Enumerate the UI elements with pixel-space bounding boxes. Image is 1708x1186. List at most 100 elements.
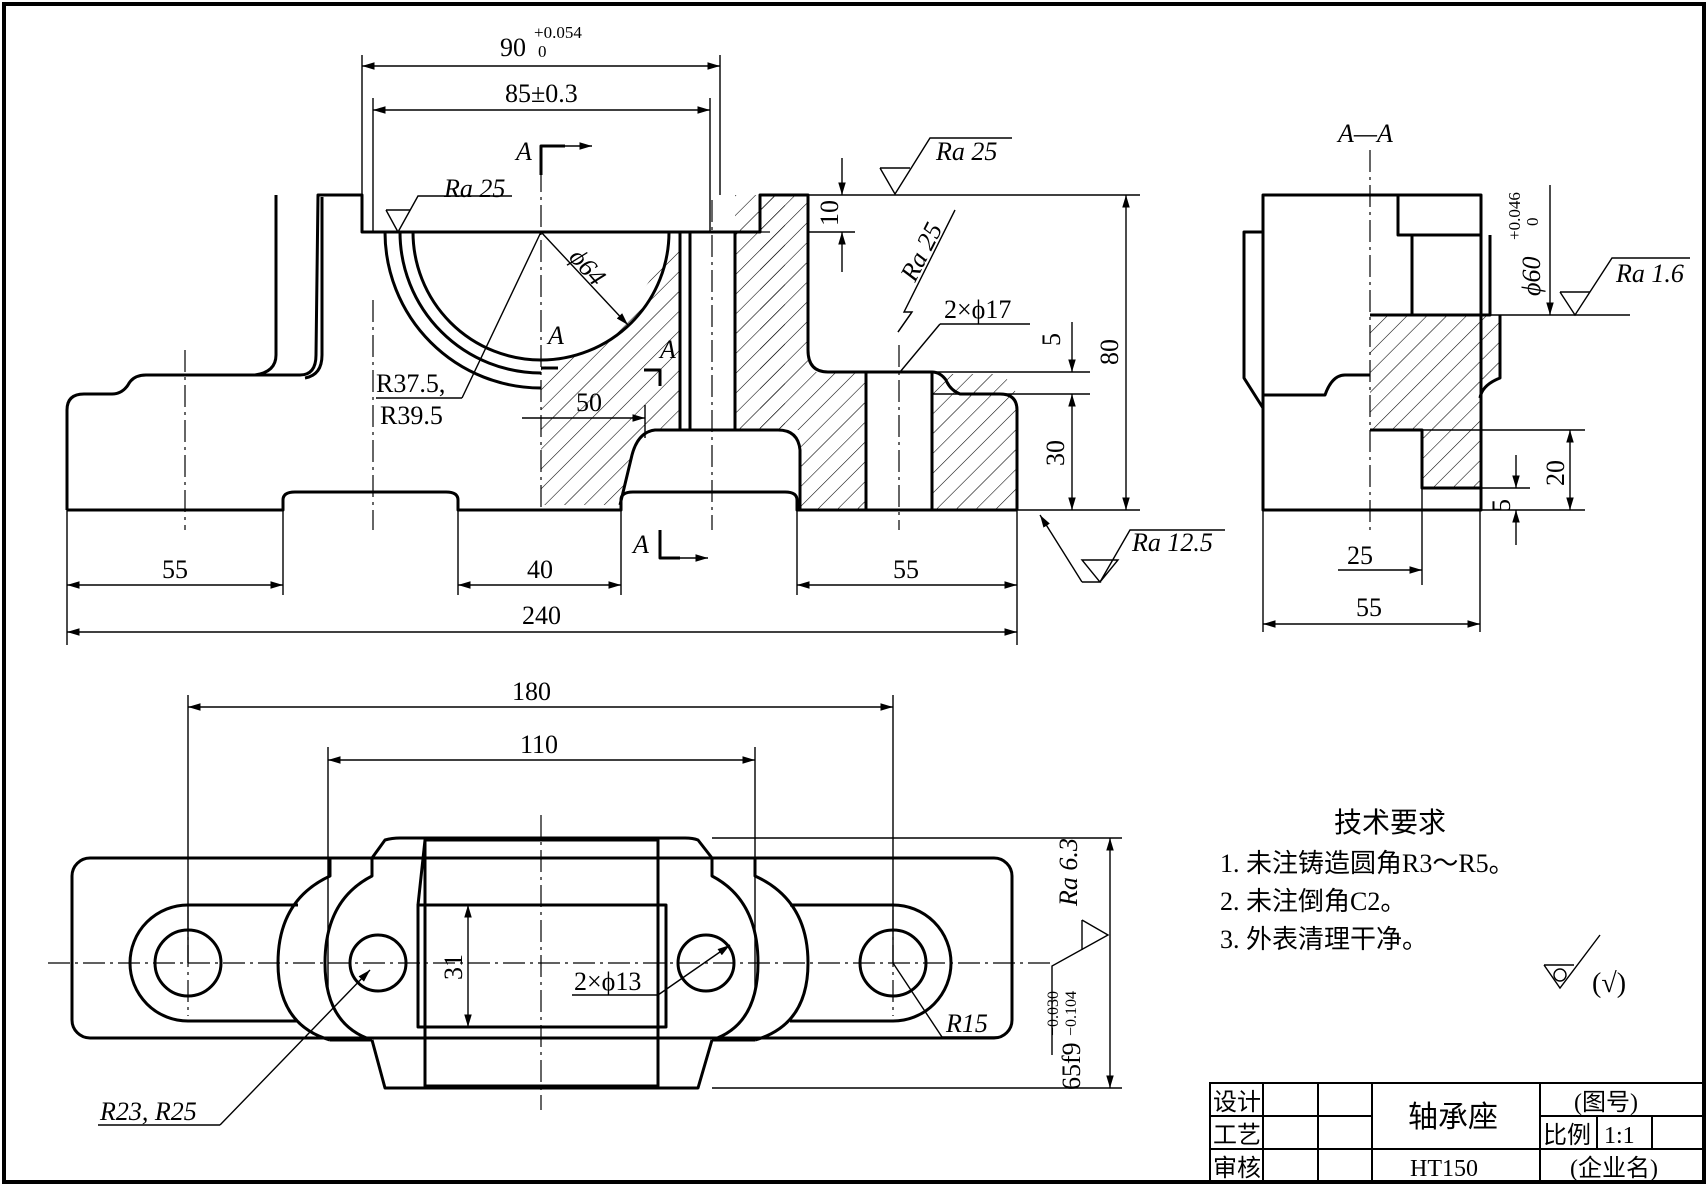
general-roughness-symbol bbox=[1543, 934, 1601, 990]
roughness-hole-symbol bbox=[897, 209, 956, 333]
roughness-top-text: Ra 25 bbox=[935, 137, 997, 166]
tb-company: (企业名) bbox=[1570, 1155, 1658, 1182]
front-view: 90 +0.054 0 85±0.3 A A A A ϕ64 R37.5, R3… bbox=[65, 23, 1225, 645]
dim-65-tol-upper: −0.030 bbox=[1045, 991, 1062, 1036]
dim-5-text: 5 bbox=[1037, 333, 1066, 346]
dim-phi13-text: 2×ϕ13 bbox=[574, 967, 641, 996]
tb-material: HT150 bbox=[1410, 1156, 1478, 1182]
title-block: 设计 工艺 审核 轴承座 (图号) 比例 1:1 HT150 (企业名) bbox=[1209, 1082, 1705, 1183]
top-housing-outline bbox=[276, 858, 374, 1042]
dim-r15-leader bbox=[892, 962, 943, 1038]
tb-process-label: 工艺 bbox=[1213, 1122, 1261, 1149]
section-a-top-label: A bbox=[514, 137, 532, 166]
dim-110-text: 110 bbox=[520, 730, 558, 759]
front-bore-half-right bbox=[540, 231, 671, 362]
front-bore-mid bbox=[398, 231, 542, 375]
side-outline-left-flange bbox=[1242, 230, 1265, 409]
front-bore-inner bbox=[411, 231, 542, 362]
roughness-bottom-symbol bbox=[1039, 514, 1225, 583]
dim-55-side-text: 55 bbox=[1356, 593, 1382, 622]
front-base-bottom bbox=[67, 490, 1017, 512]
roughness-top-view-symbol bbox=[1051, 919, 1110, 1055]
section-a-top-mark bbox=[539, 144, 565, 175]
top-housing-outline-right bbox=[710, 858, 810, 1042]
tb-part-name: 轴承座 bbox=[1408, 1101, 1498, 1134]
roughness-side-symbol bbox=[1559, 257, 1690, 317]
dim-10-text: 10 bbox=[815, 200, 844, 226]
front-section-hatch-boss bbox=[932, 374, 1017, 510]
top-inner-line-left bbox=[416, 839, 427, 906]
side-view: A—A ϕ60 +0.046 0 Ra 1.6 20 5 bbox=[1242, 119, 1690, 632]
section-a-mid2-mark bbox=[644, 368, 662, 386]
notes-title: 技术要求 bbox=[1334, 807, 1446, 839]
front-outline-right bbox=[720, 193, 1019, 510]
dim-90-tol-lower: 0 bbox=[538, 42, 547, 61]
tb-review-label: 审核 bbox=[1213, 1155, 1261, 1182]
front-mid-boss bbox=[655, 428, 802, 510]
dim-phi60-tol-lower: 0 bbox=[1523, 218, 1542, 227]
dim-55-left-text: 55 bbox=[162, 555, 188, 584]
dim-90-tol-upper: +0.054 bbox=[534, 23, 582, 42]
dim-30-text: 30 bbox=[1041, 440, 1070, 466]
front-outline-left-inner bbox=[254, 195, 278, 377]
section-a-mid2-label: A bbox=[658, 335, 676, 364]
notes-item-2: 2. 未注倒角C2。 bbox=[1220, 887, 1406, 916]
dim-r375-text: R37.5, bbox=[376, 369, 445, 398]
dim-phi17-leader bbox=[899, 323, 941, 373]
dim-phi17-text: 2×ϕ17 bbox=[944, 295, 1011, 324]
dim-phi13-leader bbox=[657, 944, 731, 996]
dim-85-text: 85±0.3 bbox=[505, 79, 578, 108]
dim-r23-leader bbox=[219, 969, 371, 1126]
front-rib-line bbox=[304, 197, 324, 380]
dim-240-text: 240 bbox=[522, 601, 561, 630]
dim-65-tol-lower: −0.104 bbox=[1063, 991, 1080, 1036]
tb-scale-value: 1:1 bbox=[1604, 1123, 1635, 1149]
roughness-top-view-text: Ra 6.3 bbox=[1054, 838, 1083, 907]
side-view-title: A—A bbox=[1336, 119, 1393, 148]
roughness-bore-text: Ra 25 bbox=[443, 174, 505, 203]
top-bore-rect bbox=[416, 903, 668, 1029]
dim-25-text: 25 bbox=[1347, 541, 1373, 570]
top-view: 180 110 31 2×ϕ13 R15 R23, R25 65f9 −0.03… bbox=[48, 677, 1122, 1126]
side-outline-step bbox=[1370, 428, 1480, 490]
general-roughness-text: (√) bbox=[1592, 968, 1626, 999]
title-block-frame bbox=[1209, 1082, 1705, 1183]
top-base-plate bbox=[70, 856, 1014, 1040]
roughness-bore-symbol bbox=[385, 195, 512, 234]
tb-scale-label: 比例 bbox=[1543, 1122, 1591, 1149]
front-outline-left bbox=[65, 193, 390, 510]
top-ears bbox=[330, 856, 755, 1042]
dim-50-text: 50 bbox=[576, 388, 602, 417]
side-outline-top bbox=[1370, 195, 1492, 317]
roughness-bottom-text: Ra 12.5 bbox=[1131, 528, 1213, 557]
dim-r23-text: R23, R25 bbox=[99, 1097, 197, 1126]
dim-r395-text: R39.5 bbox=[380, 401, 443, 430]
dim-90-text: 90 bbox=[500, 33, 526, 62]
section-a-mid1-label: A bbox=[546, 321, 564, 350]
dim-80-text: 80 bbox=[1095, 339, 1124, 365]
dim-5-side-text: 5 bbox=[1487, 499, 1516, 512]
front-section-hatch-right bbox=[760, 195, 866, 510]
dim-phi60-text: ϕ60 bbox=[1517, 257, 1546, 296]
dim-phi64-text: ϕ64 bbox=[564, 243, 612, 292]
side-section-hatch bbox=[1370, 315, 1500, 488]
side-outline-inner bbox=[1263, 373, 1370, 397]
notes-item-3: 3. 外表清理干净。 bbox=[1220, 925, 1428, 954]
dim-r375-leader bbox=[461, 231, 542, 399]
section-a-bottom-mark bbox=[658, 530, 680, 560]
technical-notes: 技术要求 1. 未注铸造圆角R3～R5。 2. 未注倒角C2。 3. 外表清理干… bbox=[1220, 807, 1626, 999]
front-mid-block bbox=[618, 232, 682, 506]
dim-phi60-tol-upper: +0.046 bbox=[1505, 192, 1524, 240]
notes-item-1: 1. 未注铸造圆角R3～R5。 bbox=[1220, 849, 1515, 878]
dim-phi64-leader bbox=[540, 231, 629, 326]
side-outline-right bbox=[1478, 315, 1502, 399]
dim-180-text: 180 bbox=[512, 677, 551, 706]
front-bore-outer bbox=[383, 231, 542, 390]
dim-r15-text: R15 bbox=[945, 1009, 988, 1038]
roughness-side-text: Ra 1.6 bbox=[1615, 259, 1684, 288]
tb-design-label: 设计 bbox=[1213, 1089, 1261, 1116]
tb-drawing-no: (图号) bbox=[1574, 1090, 1638, 1116]
dim-20-text: 20 bbox=[1541, 460, 1570, 486]
